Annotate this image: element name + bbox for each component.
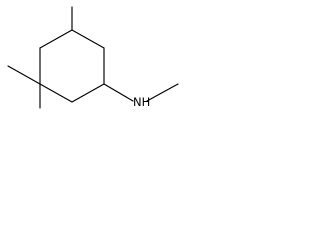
skeletal-structure-diagram: NH bbox=[0, 0, 184, 144]
structure-canvas: NH bbox=[0, 0, 184, 144]
c-n-bond bbox=[103, 83, 134, 102]
gem-methyl-left-bond bbox=[7, 65, 41, 85]
diagram-background bbox=[0, 0, 184, 144]
ring-bond-bottom-left bbox=[39, 83, 73, 103]
ring-bond-top-left bbox=[39, 29, 73, 49]
nh-label: NH bbox=[133, 95, 150, 109]
ring-bond-right-lower bbox=[71, 83, 105, 103]
n-methyl-bond bbox=[146, 83, 179, 102]
ring-bond-top-right bbox=[71, 29, 105, 49]
